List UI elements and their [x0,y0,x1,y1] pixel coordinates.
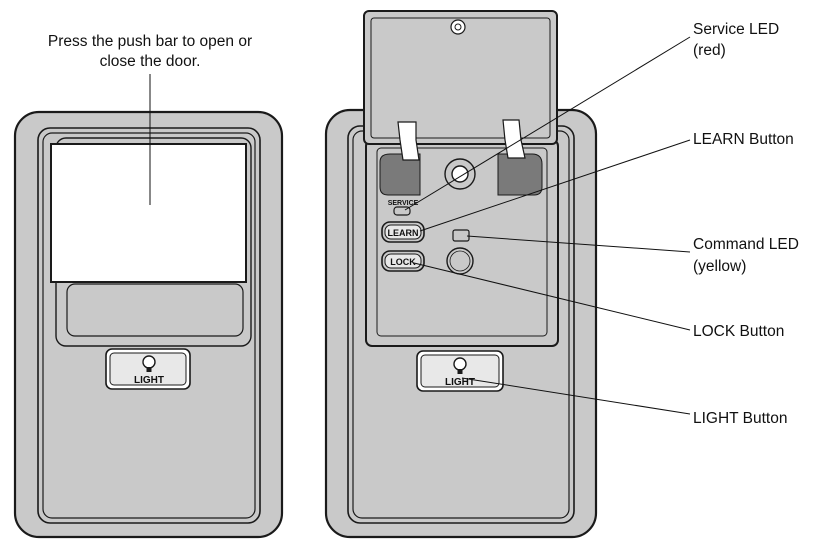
push-bar[interactable] [50,143,247,283]
command-led-callout: Command LED [693,236,799,253]
left-hinge [379,153,421,196]
learn-button-callout: LEARN Button [693,131,794,148]
light-button-callout: LIGHT Button [693,410,787,427]
service-led-callout-sub: (red) [693,42,726,59]
learn-label: LEARN [388,228,419,238]
device-closed: LIGHT [13,110,284,539]
service-led-callout: Service LED [693,21,779,38]
service-label: SERVICE [388,200,419,207]
screw-icon [444,158,476,190]
lock-button[interactable]: LOCK [381,250,425,272]
intro-caption-line1: Press the push bar to open or [48,33,252,50]
light-button-closed[interactable]: LIGHT [105,348,191,390]
command-led-callout-sub: (yellow) [693,258,746,275]
right-hinge [497,153,543,196]
light-bulb-icon [142,355,156,372]
leader-lines [404,36,691,415]
lock-button-callout: LOCK Button [693,323,784,340]
lock-label: LOCK [390,257,416,267]
device-open: SERVICE LEARN LOCK [324,10,598,539]
light-bulb-icon [453,357,467,374]
light-button-open[interactable]: LIGHT [416,350,504,392]
light-label: LIGHT [445,377,475,388]
light-label: LIGHT [134,375,164,386]
intro-caption-line2: close the door. [100,53,201,70]
command-led [452,229,470,242]
cover-flap[interactable] [363,10,558,161]
learn-button[interactable]: LEARN [381,221,425,243]
program-button[interactable] [446,247,474,275]
